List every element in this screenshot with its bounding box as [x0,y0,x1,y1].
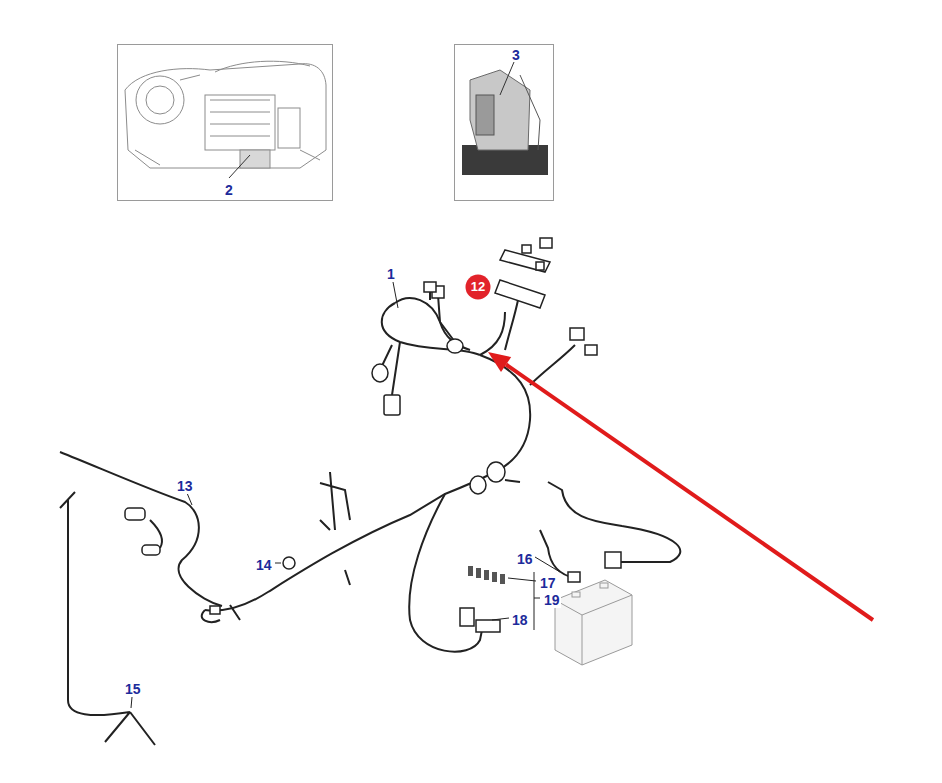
callout-holder: 19 [543,591,561,609]
inset-view: 3 [454,44,554,201]
callout-number: 12 [471,279,485,295]
callout-number: 15 [124,681,142,697]
callout-holder: 14 [255,556,273,574]
callout-circle-shape [466,275,491,300]
callout-number: 16 [516,551,534,567]
callout-holder: 18 [511,611,529,629]
callout-number: 14 [255,557,273,573]
callout-holder: 1 [386,265,396,283]
callout-number: 18 [511,612,529,628]
battery [555,580,632,665]
fuse-row [468,566,505,584]
callout-holder: 16 [516,550,534,568]
callout-number: 13 [176,478,194,494]
cab-sketch [462,62,548,175]
callout-number: 2 [225,182,233,198]
callout-number: 3 [512,47,520,63]
callout-holder: 15 [124,680,142,698]
engine-sketch [125,61,326,178]
leader-lines [131,282,560,708]
pointer-arrow [488,352,873,620]
callout-number: 1 [386,266,396,282]
callout-holder: 13 [176,477,194,495]
highlighted-callout: 12 [465,274,491,300]
inset-view: 2 [117,44,333,201]
callout-holder: 17 [539,574,557,592]
callout-number: 19 [543,592,561,608]
harness-wires [60,290,680,745]
callout-number: 17 [539,575,557,591]
connectors [125,238,621,632]
grommet [283,557,295,569]
